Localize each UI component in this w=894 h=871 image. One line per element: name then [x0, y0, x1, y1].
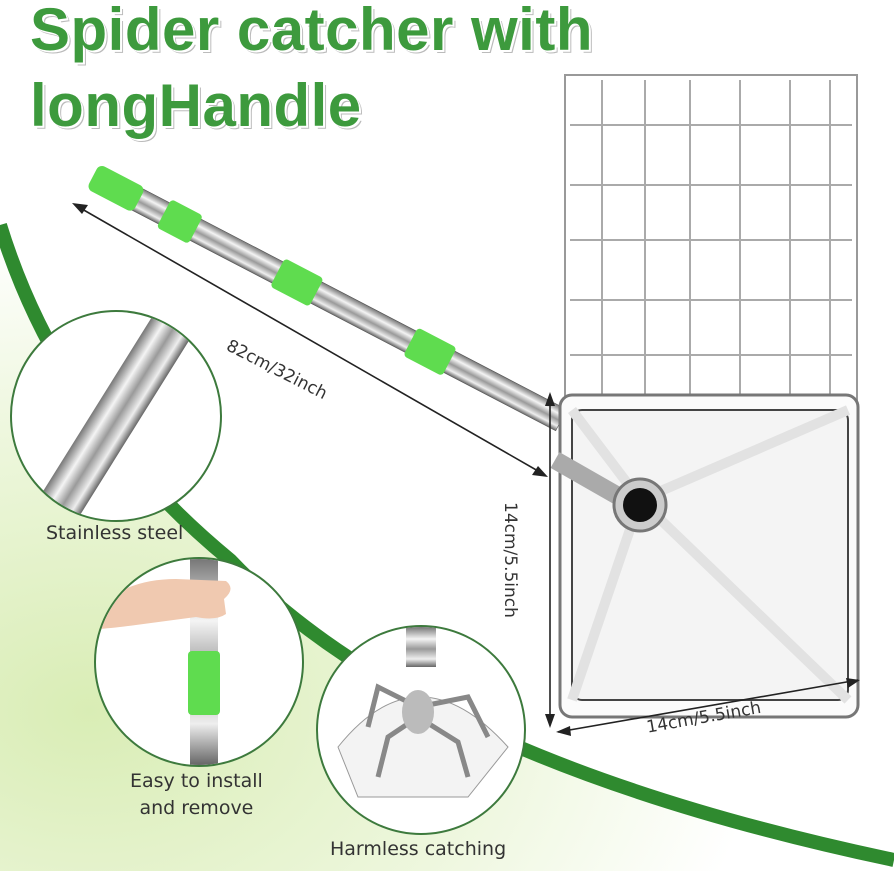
feature-easy-install-label: Easy to install and remove — [130, 770, 263, 819]
title-line-2: longHandle — [30, 72, 362, 139]
feature-harmless-catching-label: Harmless catching — [330, 838, 507, 860]
steel-rod-icon — [12, 312, 220, 520]
spider-icon — [337, 627, 509, 798]
product-title: Spider catcher with longHandle — [30, 0, 593, 144]
feature-easy-install-image — [94, 557, 304, 767]
feature-stainless-steel-image — [10, 310, 222, 522]
feature-harmless-catching-image — [316, 625, 526, 835]
title-line-1: Spider catcher with — [30, 0, 593, 63]
feature-stainless-steel-label: Stainless steel — [46, 522, 184, 544]
hand-assembly-icon — [96, 559, 231, 765]
head-height-label: 14cm/5.5inch — [500, 502, 520, 618]
